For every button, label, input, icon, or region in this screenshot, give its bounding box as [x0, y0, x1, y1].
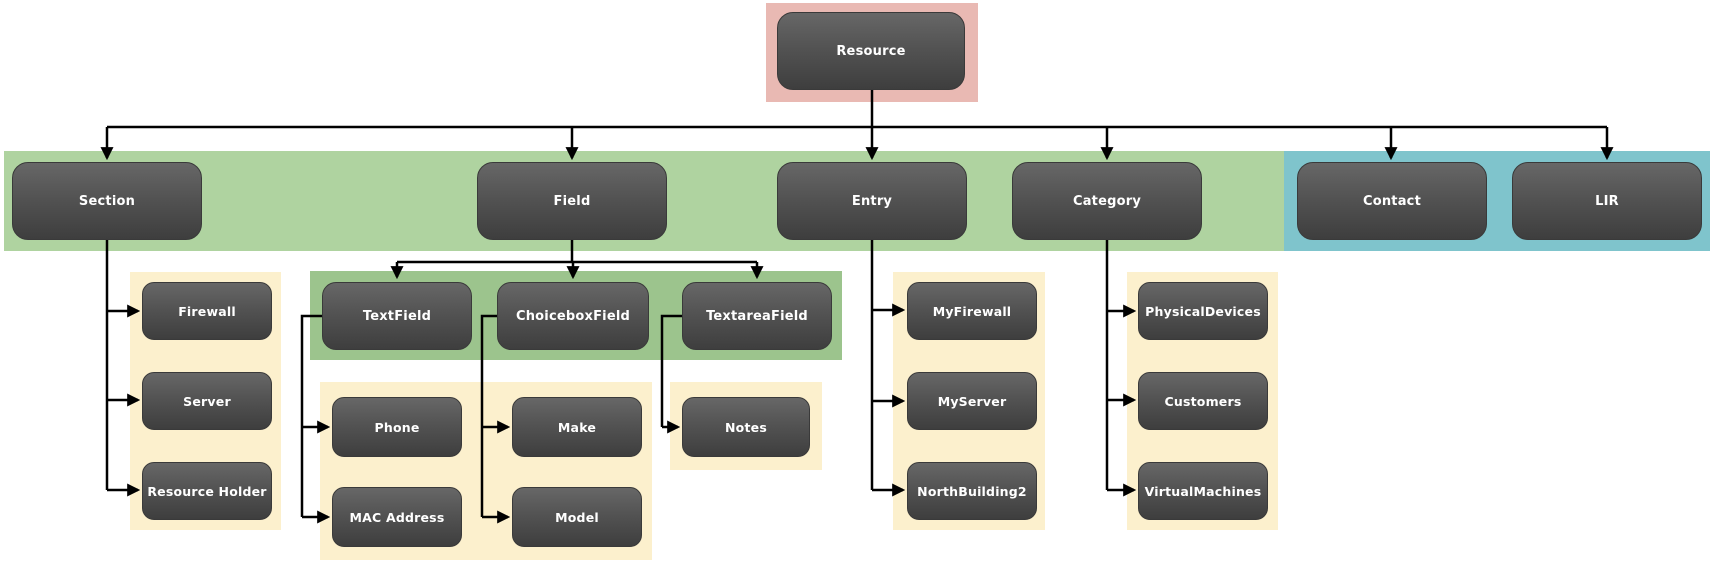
node-textfield: TextField: [322, 282, 472, 350]
node-server: Server: [142, 372, 272, 430]
node-myserver: MyServer: [907, 372, 1037, 430]
node-customers: Customers: [1138, 372, 1268, 430]
node-make: Make: [512, 397, 642, 457]
node-section: Section: [12, 162, 202, 240]
node-resource: Resource: [777, 12, 965, 90]
node-contact: Contact: [1297, 162, 1487, 240]
edge-textfield-spine: [300, 314, 322, 517]
node-physicaldevices: PhysicalDevices: [1138, 282, 1268, 340]
node-entry: Entry: [777, 162, 967, 240]
node-textareafield: TextareaField: [682, 282, 832, 350]
node-firewall: Firewall: [142, 282, 272, 340]
node-lir: LIR: [1512, 162, 1702, 240]
node-mac-address: MAC Address: [332, 487, 462, 547]
node-northbuilding2: NorthBuilding2: [907, 462, 1037, 520]
node-notes: Notes: [682, 397, 810, 457]
edge-textareafield-spine: [660, 314, 682, 427]
node-category: Category: [1012, 162, 1202, 240]
node-virtualmachines: VirtualMachines: [1138, 462, 1268, 520]
node-field: Field: [477, 162, 667, 240]
edge-choiceboxfield-spine: [480, 314, 497, 517]
node-model: Model: [512, 487, 642, 547]
node-myfirewall: MyFirewall: [907, 282, 1037, 340]
node-resource-holder: Resource Holder: [142, 462, 272, 520]
node-choiceboxfield: ChoiceboxField: [497, 282, 649, 350]
node-phone: Phone: [332, 397, 462, 457]
